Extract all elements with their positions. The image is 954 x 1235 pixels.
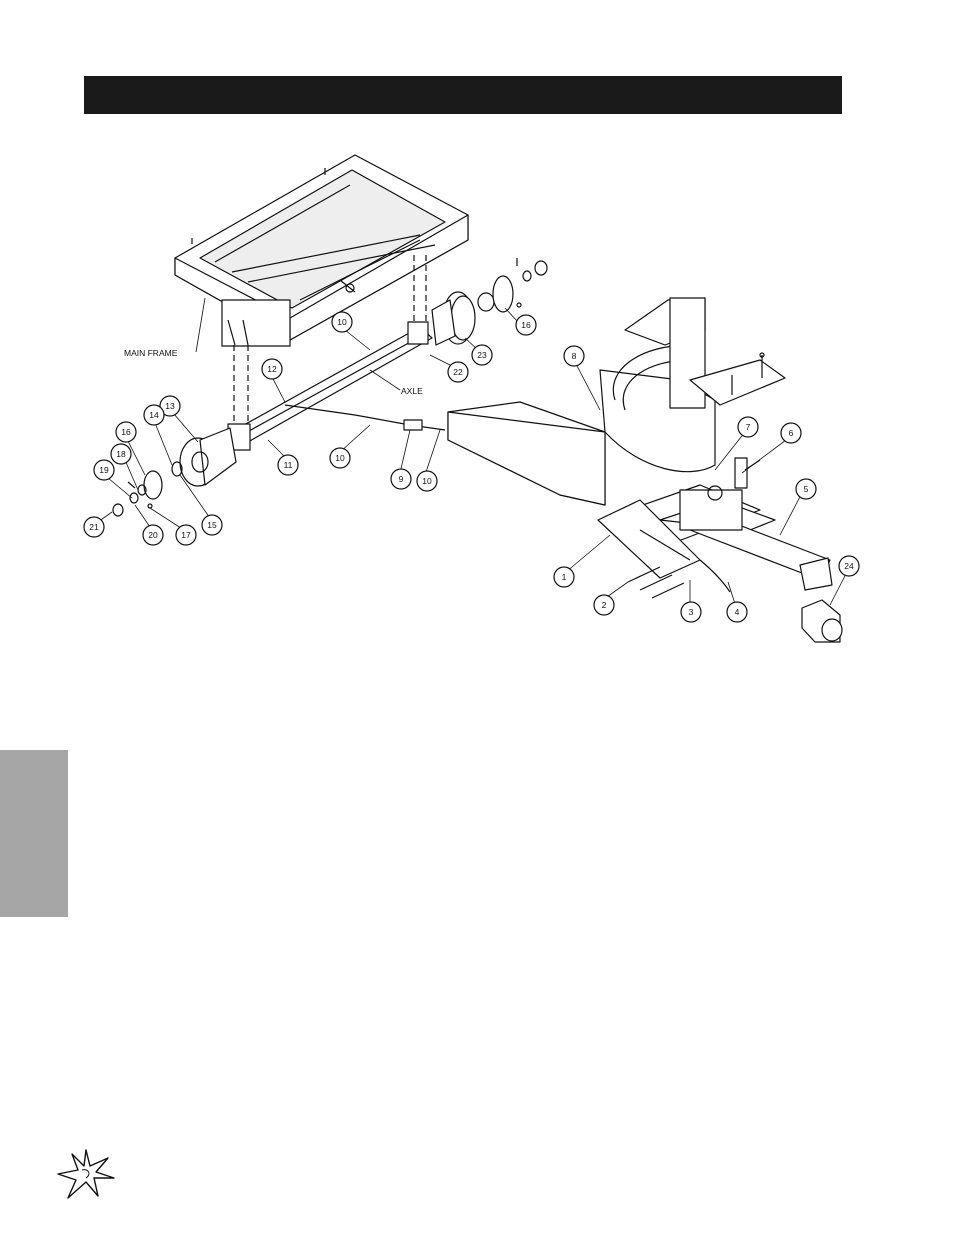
callout-1: 1	[562, 572, 567, 582]
callout-16-right: 16	[521, 320, 531, 330]
callout-24: 24	[844, 561, 854, 571]
callout-11: 11	[284, 460, 293, 470]
callout-9: 9	[399, 474, 404, 484]
section-side-tab	[0, 750, 68, 917]
section-title-bar	[84, 76, 842, 114]
brand-star-logo	[57, 1149, 115, 1199]
callout-4: 4	[735, 607, 740, 617]
callout-3: 3	[689, 607, 694, 617]
callout-7: 7	[746, 422, 751, 432]
callout-21: 21	[89, 522, 99, 532]
callout-18: 18	[116, 449, 126, 459]
callout-13: 13	[165, 401, 175, 411]
callout-8: 8	[572, 351, 577, 361]
main-frame-part	[174, 154, 469, 347]
tongue-assembly-part	[447, 297, 833, 593]
callout-14: 14	[149, 410, 159, 420]
callout-2: 2	[602, 600, 607, 610]
callout-15: 15	[207, 520, 217, 530]
alignment-guides	[233, 255, 427, 425]
callout-circles	[83, 311, 860, 623]
callout-10-lower: 10	[422, 476, 432, 486]
brake-cable	[284, 404, 446, 431]
callout-10-upper: 10	[337, 317, 347, 327]
callout-17: 17	[181, 530, 191, 540]
callout-20: 20	[148, 530, 158, 540]
callout-12: 12	[267, 364, 277, 374]
hub-23-part	[431, 258, 548, 346]
callout-5: 5	[804, 484, 809, 494]
callout-16-left: 16	[121, 427, 131, 437]
hub-13-part	[112, 427, 237, 517]
callout-23: 23	[477, 350, 487, 360]
callout-22: 22	[453, 367, 463, 377]
coupler-24-part	[801, 599, 843, 643]
bolts-2-part	[627, 566, 685, 599]
axle-part	[227, 321, 433, 451]
callout-10-middle: 10	[335, 453, 345, 463]
main-frame-label: MAIN FRAME	[124, 348, 178, 358]
callout-19: 19	[99, 465, 109, 475]
axle-label: AXLE	[401, 386, 423, 396]
callout-6: 6	[789, 428, 794, 438]
